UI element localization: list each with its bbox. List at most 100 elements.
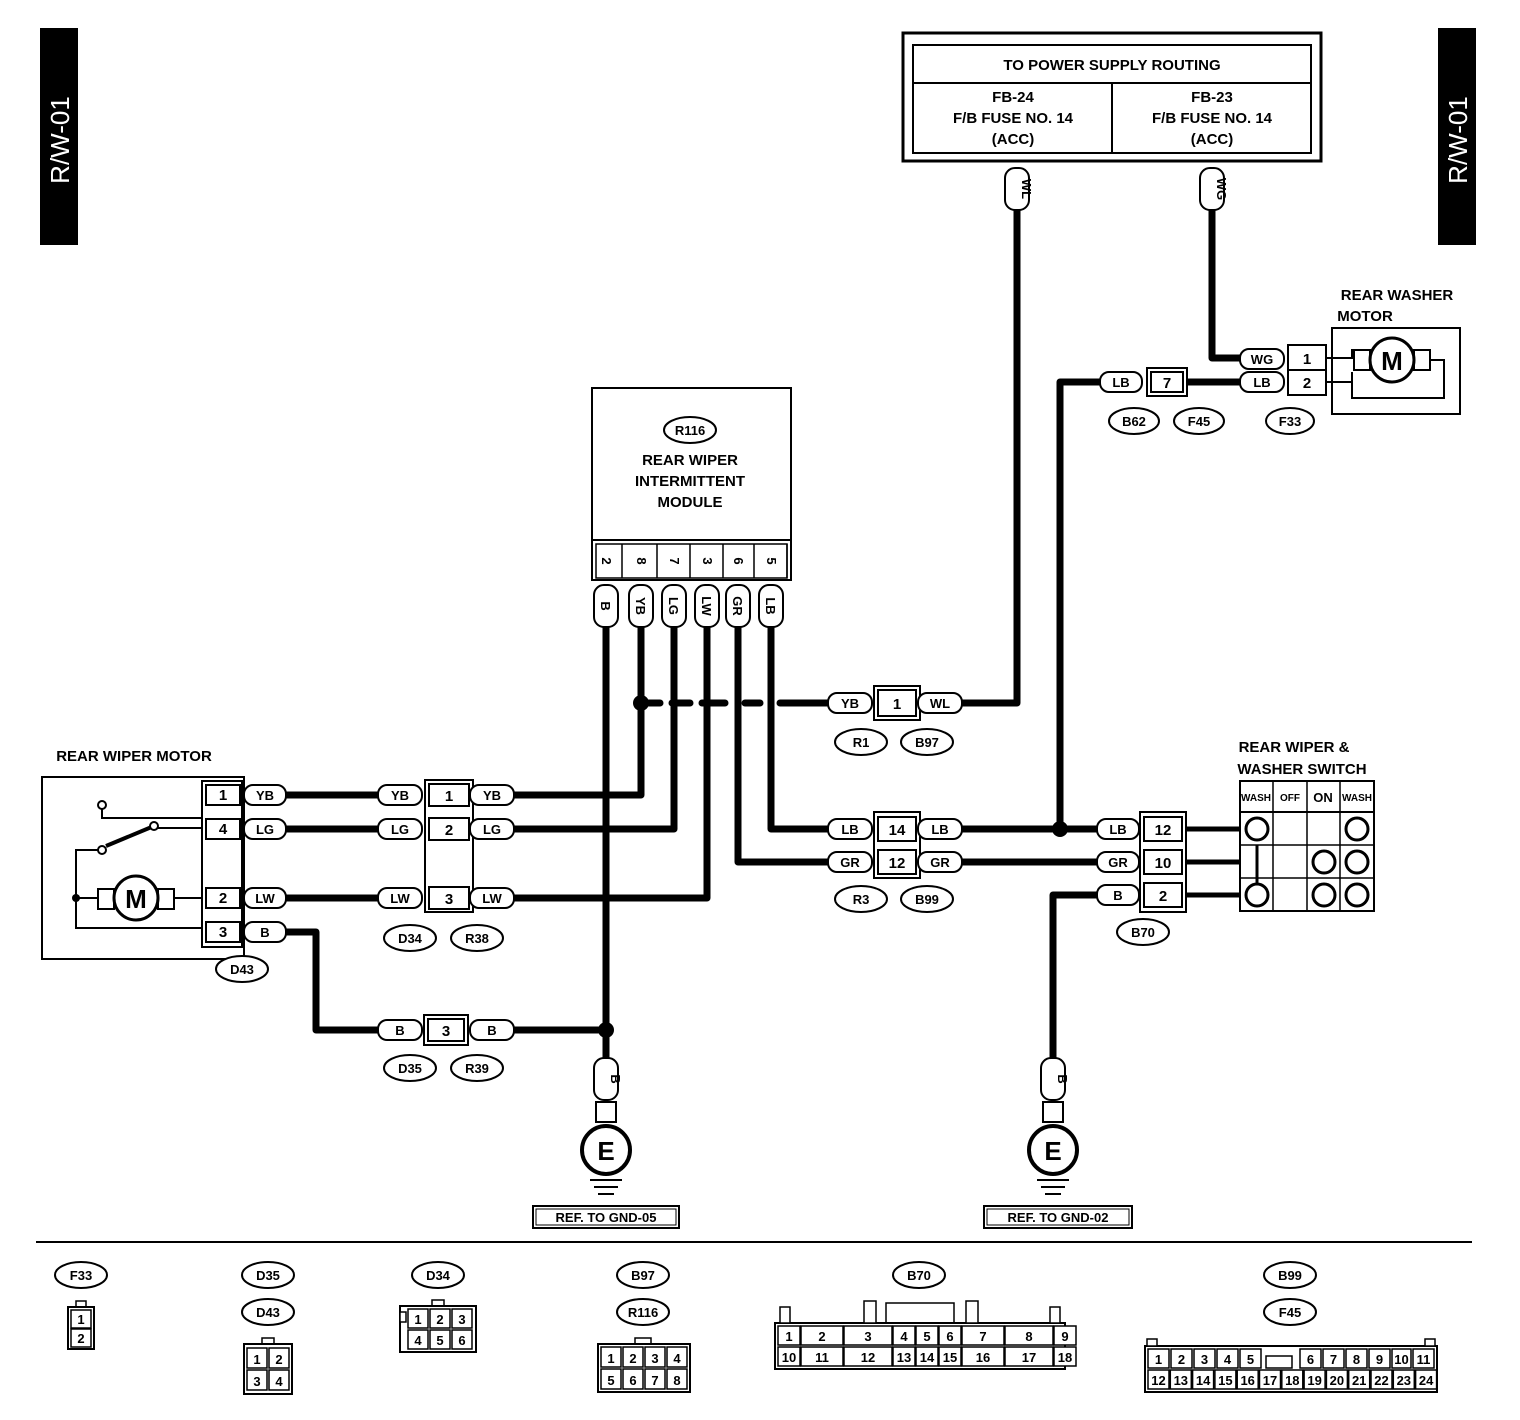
connector-view-pin: 17 [1022,1350,1036,1365]
module-wire-tag: GR [730,596,745,616]
connector-view-pin: 24 [1419,1373,1434,1388]
connector-view-pin: 2 [275,1352,282,1367]
switch-pin: 2 [1159,888,1167,905]
page-code-right: R/W-01 [1443,96,1473,184]
svg-text:B: B [608,1074,623,1083]
svg-text:R39: R39 [465,1061,489,1076]
module-wire-tag: LW [699,596,714,616]
module-line1: REAR WIPER [642,452,738,469]
b99-pin: 12 [889,855,906,872]
power-right-3: (ACC) [1191,131,1234,148]
svg-text:B70: B70 [1131,925,1155,940]
ground-right-e: E [1044,1136,1061,1166]
wiper-pin: 1 [219,787,227,804]
connector-view-pin: 6 [629,1373,636,1388]
switch-wire-tag: GR [1108,855,1128,870]
connector-view-pin: 2 [629,1351,636,1366]
connector-view-pin: 11 [815,1350,829,1365]
connector-view-pin: 2 [436,1312,443,1327]
wiper-motor-m: M [125,884,147,914]
module-line2: INTERMITTENT [635,473,745,490]
module-pin: 5 [764,557,779,564]
svg-text:WG: WG [1251,352,1273,367]
module-pin: 6 [731,557,746,564]
svg-text:YB: YB [841,696,859,711]
module-wire-tag: LG [666,597,681,615]
connector-view-pin: 19 [1307,1373,1321,1388]
page-tab-left: R/W-01 [40,28,78,245]
connector-view-pin: 14 [920,1350,935,1365]
wiper-pin: 4 [219,821,228,838]
connector-view-pin: 13 [897,1350,911,1365]
switch-wire-tag: LB [1109,822,1126,837]
connector-view-pin: 3 [253,1374,260,1389]
connector-view-pin: 1 [253,1352,260,1367]
connector-view-pin: 3 [651,1351,658,1366]
connector-view-pin: 1 [1155,1352,1162,1367]
power-left-3: (ACC) [992,131,1035,148]
connector-view-label: F33 [70,1268,92,1283]
connector-view-pin: 3 [1201,1352,1208,1367]
junction-yb [633,695,649,711]
connector-view-pin: 4 [1224,1352,1232,1367]
washer-title-1: REAR WASHER [1341,287,1454,304]
connector-view-pin: 6 [1307,1352,1314,1367]
svg-text:1: 1 [1303,351,1311,368]
switch-title-1: REAR WIPER & [1239,739,1350,756]
connector-view-pin: 2 [1178,1352,1185,1367]
b99-right-wire: LB [931,822,948,837]
svg-text:D34: D34 [398,931,423,946]
svg-text:1: 1 [893,696,901,713]
connector-view-pin: 4 [414,1333,422,1348]
svg-text:D43: D43 [230,962,254,977]
wire-tag-wl: WL [1004,167,1034,211]
wiper-pin: 2 [219,890,227,907]
connector-view-pin: 15 [943,1350,957,1365]
d34-left-wire: LG [391,822,409,837]
connector-view-label: B97 [631,1268,655,1283]
connector-view-pin: 6 [946,1329,953,1344]
page-tab-right: R/W-01 [1438,28,1476,245]
svg-text:WG: WG [1214,178,1229,200]
connector-view-pin: 7 [979,1329,986,1344]
page-code-left: R/W-01 [45,96,75,184]
d34-left-wire: YB [391,788,409,803]
connector-view-label: B70 [907,1268,931,1283]
svg-text:B99: B99 [915,892,939,907]
module-wire-tag: B [598,601,613,610]
connector-view-label: R116 [628,1305,658,1320]
connector-view-pin: 1 [785,1329,792,1344]
connector-view-pin: 1 [414,1312,421,1327]
module-wire-tag: YB [633,597,648,615]
connector-view-label: D43 [256,1305,280,1320]
wiper-intermittent-module: R116 REAR WIPER INTERMITTENT MODULE 2B8Y… [591,387,792,628]
connector-d35: B 3 B D35 R39 [377,1014,515,1082]
connector-view-pin: 18 [1058,1350,1072,1365]
power-supply-box: TO POWER SUPPLY ROUTING FB-24 F/B FUSE N… [901,31,1323,163]
module-pin: 3 [700,557,715,564]
d34-pin: 3 [445,891,453,908]
connector-view-pin: 5 [1247,1352,1254,1367]
connector-view-label: D34 [426,1268,451,1283]
wiper-pin: 3 [219,924,227,941]
connector-view-pin: 1 [77,1312,84,1327]
wiper-wire-tag: LW [255,891,275,906]
power-left-2: F/B FUSE NO. 14 [953,110,1074,127]
svg-text:B: B [1055,1074,1070,1083]
svg-text:B: B [487,1023,496,1038]
connector-b97: YB 1 WL R1 B97 [827,685,963,756]
b99-left-wire: GR [840,855,860,870]
ground-right-ref: REF. TO GND-02 [1008,1210,1109,1225]
switch-title-2: WASHER SWITCH [1237,761,1366,778]
svg-text:D35: D35 [398,1061,422,1076]
switch-col-2: OFF [1280,793,1300,804]
connector-view-pin: 3 [458,1312,465,1327]
connector-view-pin: 9 [1061,1329,1068,1344]
power-title: TO POWER SUPPLY ROUTING [1003,57,1220,74]
b99-left-wire: LB [841,822,858,837]
connector-view-pin: 4 [673,1351,681,1366]
connector-view-pin: 10 [1394,1352,1408,1367]
